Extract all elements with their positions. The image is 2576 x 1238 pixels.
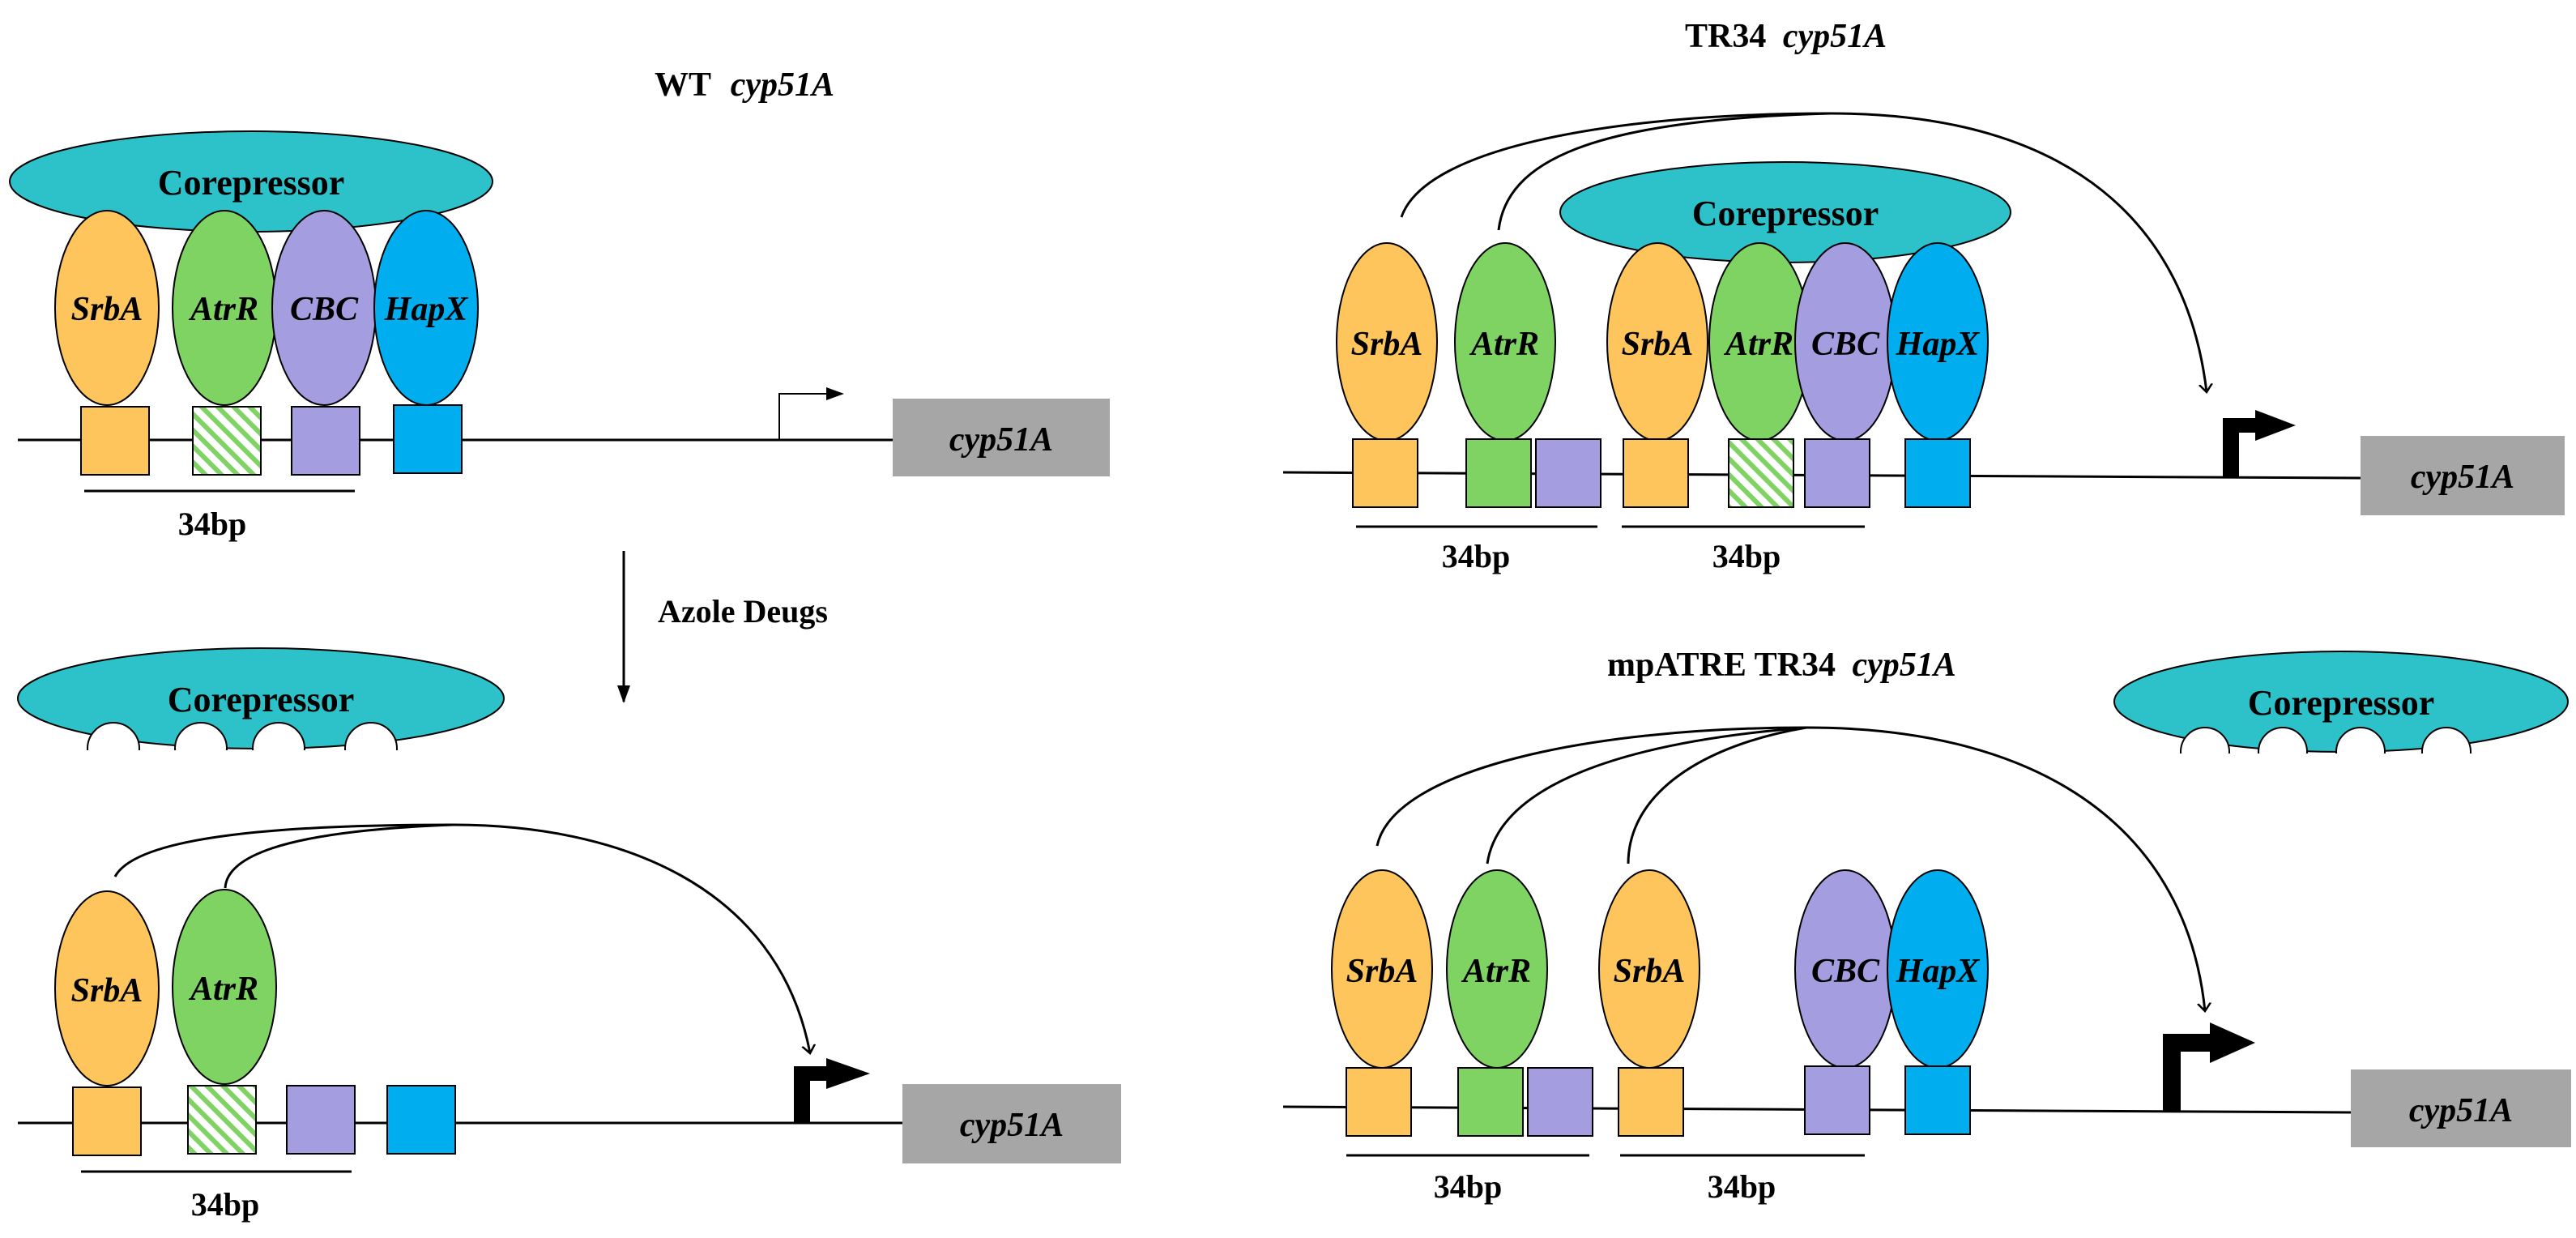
mpatre-corepressor-label: Corepressor xyxy=(2248,683,2435,723)
tr34-bp2-label: 34bp xyxy=(1712,538,1781,574)
wt-hapx-box xyxy=(393,404,463,474)
wt-srba-label: SrbA xyxy=(71,291,143,328)
azole-gene-box xyxy=(902,1084,1121,1163)
mpatre-activation-arc-srba1 xyxy=(1375,726,2205,1011)
mpatre-corepressor-notches xyxy=(2176,727,2476,783)
mpatre-bp1-label: 34bp xyxy=(1434,1168,1503,1205)
wt-srba-box xyxy=(80,406,150,476)
azole-arrow-group: Azole Deugs xyxy=(617,551,828,703)
tr34-gene-label: cyp51A xyxy=(2411,459,2514,496)
azole-corepressor-label: Corepressor xyxy=(168,680,355,719)
mpatre-srba1-label: SrbA xyxy=(1346,953,1418,990)
tr34-bp1-label: 34bp xyxy=(1442,538,1511,574)
panel-mpatre: mpATRE TR34 cyp51A Corepressor SrbA AtrR… xyxy=(1282,647,2571,1205)
mpatre-cbc2-box xyxy=(1804,1065,1870,1135)
azole-bp-label: 34bp xyxy=(191,1186,260,1223)
wt-gene-label: cyp51A xyxy=(949,421,1053,459)
wt-bp-label: 34bp xyxy=(178,506,247,542)
tr34-title: TR34 cyp51A xyxy=(1685,18,1887,55)
azole-srba-ellipse xyxy=(54,890,160,1086)
mpatre-title: mpATRE TR34 cyp51A xyxy=(1607,647,1956,684)
azole-activation-arc-atrr xyxy=(224,823,454,889)
tr34-activation-arc-srba xyxy=(1400,112,2207,392)
mpatre-gene-box xyxy=(2351,1069,2571,1147)
tr34-srba2-box xyxy=(1623,438,1689,508)
wt-srba-ellipse xyxy=(54,210,160,406)
tr34-cbc1-box xyxy=(1535,438,1601,508)
mpatre-srba1-box xyxy=(1346,1067,1412,1137)
azole-hapx-box xyxy=(386,1085,456,1155)
tr34-hapx-label: HapX xyxy=(1896,326,1981,363)
azole-gene-label: cyp51A xyxy=(960,1107,1064,1144)
azole-atrr-box xyxy=(187,1085,257,1155)
azole-corepressor-notches xyxy=(81,722,405,783)
azole-atrr-ellipse xyxy=(172,889,277,1085)
wt-atrr-label: AtrR xyxy=(188,291,258,328)
tr34-activation-arc-atrr xyxy=(1497,112,1832,231)
wt-hapx-label: HapX xyxy=(384,291,469,328)
mpatre-tss-arrow xyxy=(2163,1022,2255,1112)
mpatre-hapx-label: HapX xyxy=(1896,953,1981,990)
panel-wt: WT cyp51A Corepressor SrbA AtrR CBC HapX… xyxy=(9,66,1110,542)
tr34-atrr2-label: AtrR xyxy=(1723,326,1793,363)
mpatre-gene-label: cyp51A xyxy=(2409,1092,2513,1129)
wt-cbc-label: CBC xyxy=(290,291,359,328)
panel-azole: Corepressor SrbA AtrR 34bp cyp51A xyxy=(17,647,1121,1223)
tr34-hapx-box xyxy=(1904,438,1971,508)
mpatre-activation-arc-srba2 xyxy=(1627,726,1807,864)
wt-cbc-box xyxy=(291,406,360,476)
tr34-cbc2-box xyxy=(1804,438,1870,508)
azole-tss-arrow xyxy=(794,1058,870,1123)
wt-gene-box xyxy=(893,399,1110,476)
wt-title: WT cyp51A xyxy=(655,66,834,104)
azole-cbc-box xyxy=(286,1085,356,1155)
azole-srba-label: SrbA xyxy=(71,972,143,1010)
wt-tss-arrow xyxy=(778,387,844,440)
mpatre-cbc1-box xyxy=(1527,1067,1593,1137)
wt-atrr-box xyxy=(192,406,262,476)
panel-tr34: TR34 cyp51A Corepressor SrbA AtrR SrbA A… xyxy=(1282,18,2565,574)
tr34-corepressor-label: Corepressor xyxy=(1692,194,1879,233)
azole-srba-box xyxy=(72,1086,142,1156)
azole-atrr-label: AtrR xyxy=(188,971,258,1008)
mpatre-bp2-label: 34bp xyxy=(1708,1168,1776,1205)
wt-corepressor-label: Corepressor xyxy=(158,163,345,203)
azole-activation-arc-srba xyxy=(113,823,810,1053)
tr34-srba2-label: SrbA xyxy=(1622,326,1694,363)
tr34-atrr1-label: AtrR xyxy=(1469,326,1539,363)
mpatre-cbc-label: CBC xyxy=(1811,953,1880,990)
mpatre-hapx-box xyxy=(1904,1065,1971,1135)
tr34-cbc-label: CBC xyxy=(1811,326,1880,363)
mpatre-srba2-box xyxy=(1618,1067,1684,1137)
azole-label: Azole Deugs xyxy=(658,593,828,630)
tr34-srba1-label: SrbA xyxy=(1351,326,1423,363)
tr34-atrr2-box xyxy=(1728,438,1794,508)
mpatre-srba2-label: SrbA xyxy=(1614,953,1686,990)
tr34-atrr1-box xyxy=(1465,438,1532,508)
tr34-gene-box xyxy=(2361,436,2565,515)
mpatre-atrr-label: AtrR xyxy=(1461,953,1531,990)
tr34-srba1-box xyxy=(1352,438,1418,508)
mpatre-activation-arc-atrr xyxy=(1486,726,1807,864)
tr34-tss-arrow xyxy=(2223,410,2296,476)
mpatre-atrr-box xyxy=(1457,1067,1524,1137)
